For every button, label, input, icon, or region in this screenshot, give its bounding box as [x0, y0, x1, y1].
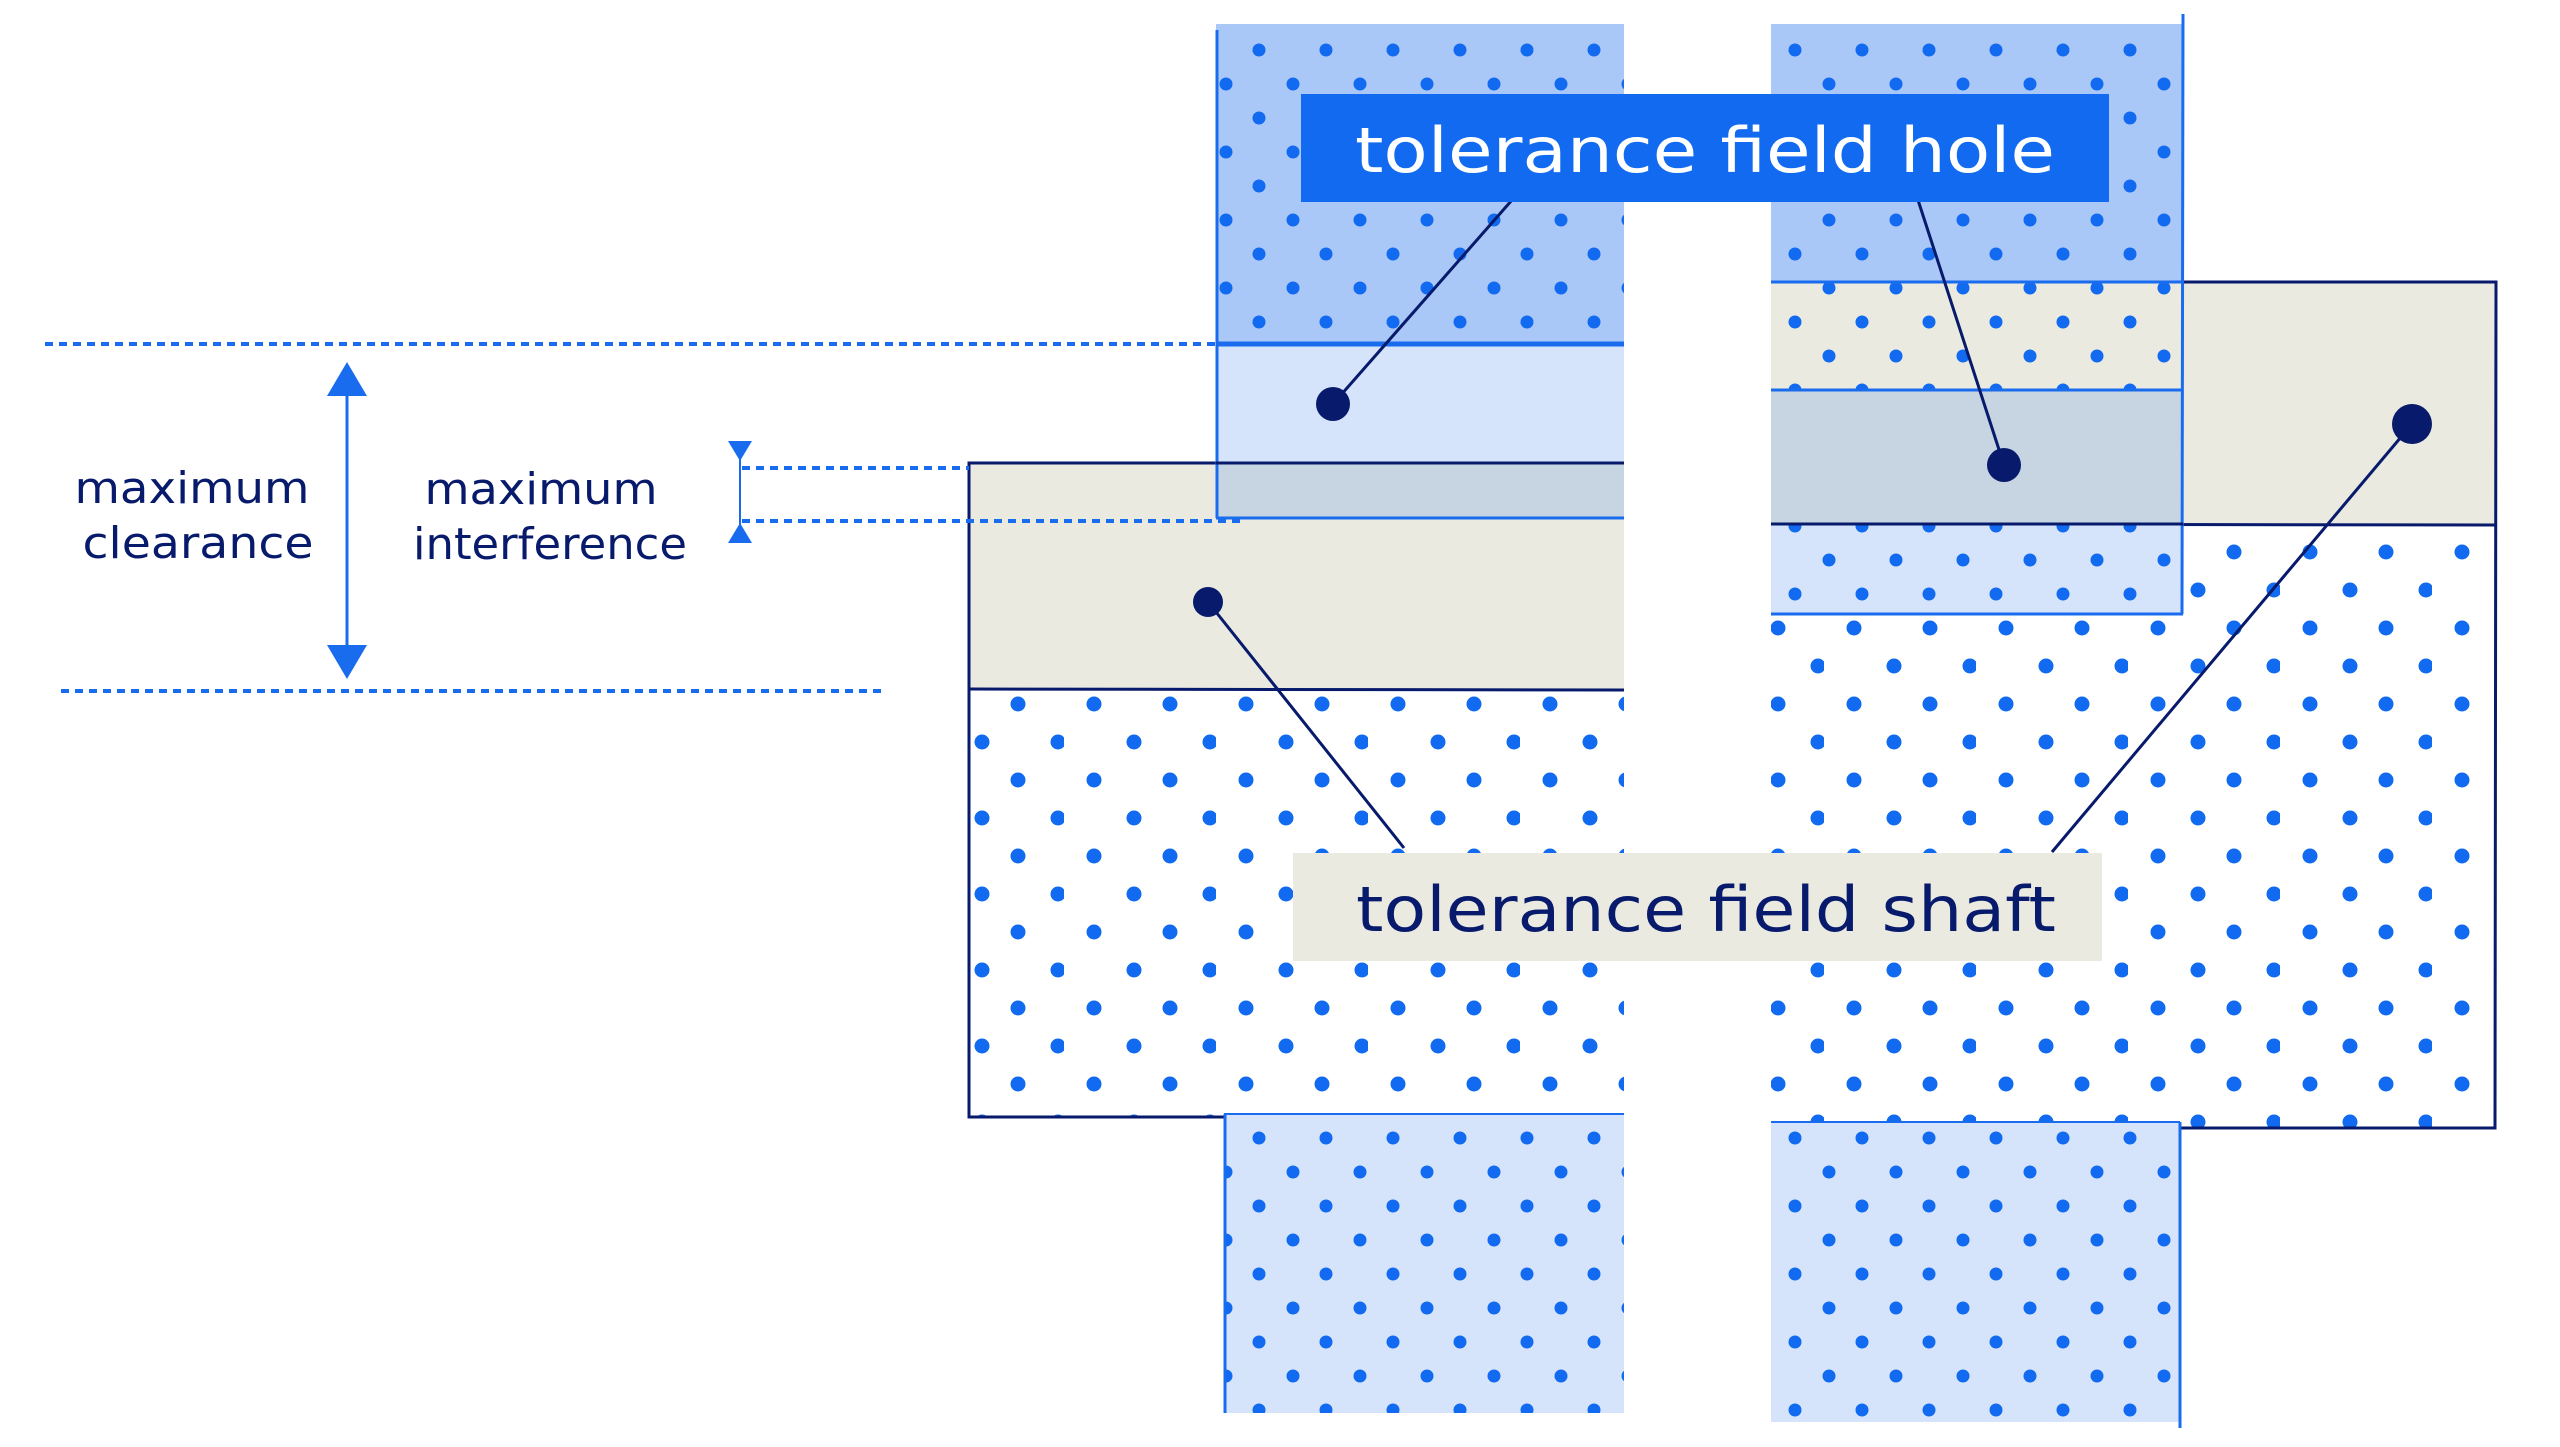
clearance-dimension: maximum clearance: [45, 342, 1216, 693]
right-hole-lower-dots: [1771, 1122, 2180, 1422]
left-overlap-zone: [1216, 463, 1624, 518]
hole-callout-label: tolerance field hole: [1355, 114, 2055, 187]
shaft-callout: tolerance field shaft: [1293, 853, 2102, 961]
right-overlap-zone: [1771, 390, 2183, 524]
right-hole-edge: [2180, 13, 2185, 615]
right-shaft: [1770, 280, 2498, 1130]
interference-arrow-up-icon: [728, 523, 752, 543]
shaft-leader-right: [2050, 423, 2414, 853]
interference-label-line1: maximum: [425, 464, 658, 515]
left-hole-lower-dots: [1224, 1114, 1624, 1413]
right-shaft-zone-in-hole-dots: [1771, 282, 2183, 390]
hole-leader-left: [1331, 199, 1514, 405]
right-hole-upper: [1771, 13, 2185, 616]
shaft-callout-box: [1293, 853, 2102, 961]
shaft-leader-left-dot: [1193, 587, 1223, 617]
clearance-label-line1: maximum: [75, 463, 310, 514]
hole-leader-right-dot: [1987, 448, 2021, 482]
interference-arrow-down-icon: [728, 441, 752, 461]
interference-dimension: maximum interference: [413, 441, 1244, 570]
shaft-leader-left: [1206, 601, 1406, 849]
left-hole-lower: [1223, 1113, 1624, 1413]
interference-fit-group: [1770, 13, 2498, 1428]
leader-lines: [1193, 199, 2432, 853]
clearance-label-line2: clearance: [83, 518, 314, 569]
clearance-arrow-up-icon: [327, 362, 367, 396]
left-hole-tolerance-zone: [1216, 344, 1624, 463]
shaft-leader-right-dot: [2392, 404, 2432, 444]
hole-leader-right: [1916, 199, 2006, 466]
hole-callout-box: [1301, 94, 2109, 202]
hole-callout: tolerance field hole: [1301, 94, 2109, 202]
right-shaft-material-dots: [1771, 524, 2496, 1128]
clearance-fit-group: [967, 24, 1625, 1413]
interference-label-line2: interference: [413, 519, 687, 570]
clearance-arrow-down-icon: [327, 645, 367, 679]
right-hole-lower: [1771, 1121, 2182, 1428]
hole-leader-left-dot: [1316, 387, 1350, 421]
right-hole-tolerance-lower-dots: [1771, 524, 2183, 614]
shaft-callout-label: tolerance field shaft: [1356, 873, 2056, 946]
left-shaft-tolerance-line: [968, 687, 1625, 692]
left-shaft: [967, 461, 1625, 1119]
